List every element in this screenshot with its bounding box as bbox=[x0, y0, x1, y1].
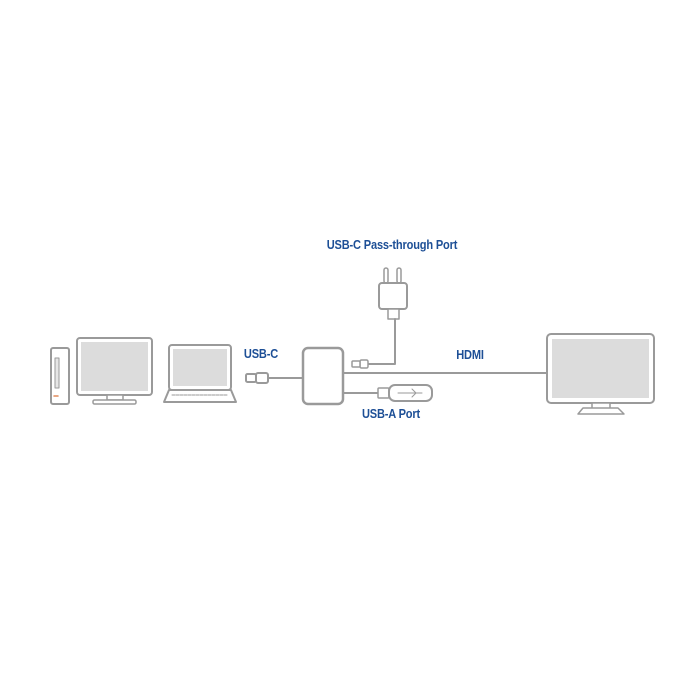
usb-c-adapter-icon bbox=[301, 346, 345, 406]
pc-tower-icon bbox=[50, 347, 70, 405]
laptop-icon bbox=[163, 344, 237, 403]
hdmi-monitor-icon bbox=[546, 333, 655, 415]
usb-c-pass-through-label: USB-C Pass-through Port bbox=[326, 237, 458, 252]
usb-c-cable bbox=[245, 372, 303, 384]
hdmi-label: HDMI bbox=[456, 347, 484, 362]
usb-a-stick-icon bbox=[342, 384, 433, 402]
power-charger-icon bbox=[351, 267, 408, 369]
usb-a-port-label: USB-A Port bbox=[361, 406, 421, 421]
usb-c-label: USB-C bbox=[243, 346, 279, 361]
desktop-monitor-icon bbox=[76, 337, 153, 405]
